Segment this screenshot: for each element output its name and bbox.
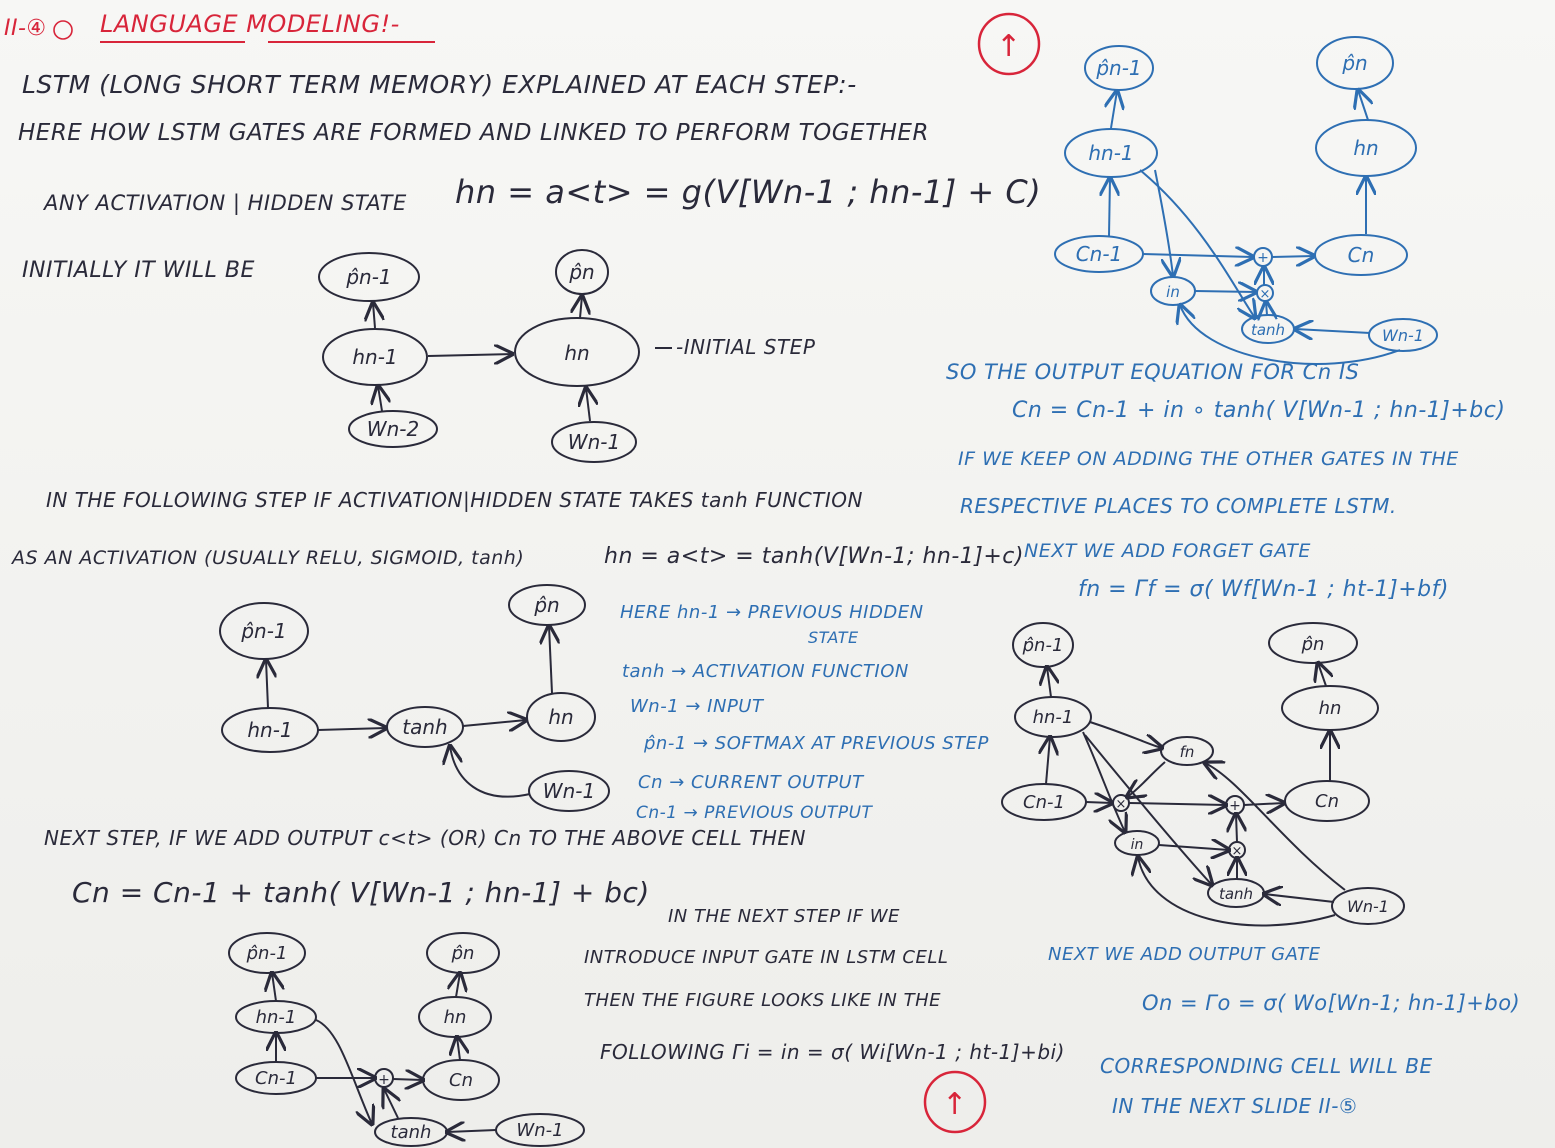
- legend-w: Wn-1 → INPUT: [630, 696, 764, 717]
- node-p-prev-5: p̂n-1: [1022, 635, 1064, 656]
- node-tanh-3: tanh: [391, 1122, 432, 1143]
- text-line-9c: THEN THE FIGURE LOOKS LIKE IN THE: [584, 990, 941, 1011]
- node-p-n: p̂n: [568, 260, 594, 284]
- node-c-n-3: Cn: [449, 1070, 473, 1091]
- legend-tanh: tanh → ACTIVATION FUNCTION: [622, 661, 909, 682]
- text-line-7: NEXT STEP, IF WE ADD OUTPUT c<t> (OR) Cn…: [44, 826, 806, 850]
- diagram-tanh: [219, 584, 610, 812]
- node-tanh-2: tanh: [402, 715, 447, 739]
- initial-step-label: -INITIAL STEP: [676, 335, 816, 359]
- node-tanh-5: tanh: [1219, 885, 1253, 903]
- text-line-9a: IN THE NEXT STEP IF WE: [668, 906, 900, 927]
- equation-hn-g: hn = a<t> = g(V[Wn-1 ; hn-1] + C): [455, 173, 1042, 211]
- text-line-3a: ANY ACTIVATION | HIDDEN STATE: [44, 191, 407, 215]
- node-h-prev-4: hn-1: [1088, 141, 1133, 165]
- node-c-n-5: Cn: [1315, 791, 1339, 812]
- node-c-prev-4: Cn-1: [1076, 242, 1123, 266]
- node-h-prev-2: hn-1: [247, 718, 292, 742]
- equation-hn-tanh: hn = a<t> = tanh(V[Wn-1; hn-1]+c): [604, 544, 1024, 569]
- node-p-n-4: p̂n: [1341, 51, 1367, 75]
- node-h-n-3: hn: [444, 1007, 467, 1028]
- equation-input-gate: FOLLOWING Γi = in = σ( Wi[Wn-1 ; ht-1]+b…: [600, 1040, 1065, 1064]
- node-plus-3: +: [378, 1072, 390, 1088]
- diagram-forget-gate: [1001, 622, 1405, 927]
- right-line-5: NEXT WE ADD FORGET GATE: [1024, 540, 1311, 562]
- right-line-4: RESPECTIVE PLACES TO COMPLETE LSTM.: [960, 494, 1397, 518]
- right-line-7: NEXT WE ADD OUTPUT GATE: [1048, 944, 1321, 965]
- node-w-n1-5: Wn-1: [1347, 897, 1389, 916]
- legend-h-prev: HERE hn-1 → PREVIOUS HIDDEN: [620, 602, 924, 623]
- node-w-n2: Wn-2: [367, 417, 419, 441]
- right-line-1: SO THE OUTPUT EQUATION FOR Cn IS: [946, 360, 1360, 384]
- diagram-input-gate: [1054, 36, 1438, 365]
- node-p-n-5: p̂n: [1301, 634, 1325, 655]
- text-line-1: LSTM (LONG SHORT TERM MEMORY) EXPLAINED …: [22, 70, 857, 99]
- legend-cn-prev: Cn-1 → PREVIOUS OUTPUT: [636, 803, 873, 823]
- top-number-circle: [977, 12, 1041, 76]
- node-h-n-5: hn: [1319, 698, 1342, 719]
- top-page-mark: ↑: [996, 29, 1021, 64]
- text-line-6a: AS AN ACTIVATION (USUALLY RELU, SIGMOID,…: [12, 547, 525, 569]
- node-f-n-5: fn: [1180, 743, 1195, 761]
- equation-cn: Cn = Cn-1 + tanh( V[Wn-1 ; hn-1] + bc): [72, 876, 650, 909]
- diagram-output-cell: [228, 932, 585, 1147]
- right-line-10: IN THE NEXT SLIDE II-⑤: [1112, 1094, 1358, 1118]
- node-p-prev: p̂n-1: [345, 265, 391, 289]
- node-c-prev-3: Cn-1: [255, 1068, 297, 1089]
- page-title: LANGUAGE MODELING!-: [100, 10, 400, 38]
- node-h-n: hn: [564, 341, 589, 365]
- node-h-prev-5: hn-1: [1033, 707, 1074, 728]
- node-h-n-2: hn: [548, 705, 573, 729]
- node-i-n-4: in: [1166, 283, 1180, 301]
- equation-output-gate: On = Γo = σ( Wo[Wn-1; hn-1]+bo): [1142, 991, 1521, 1015]
- equation-forget-gate: fn = Γf = σ( Wf[Wn-1 ; ht-1]+bf): [1078, 577, 1449, 602]
- text-line-5: IN THE FOLLOWING STEP IF ACTIVATION|HIDD…: [46, 488, 863, 512]
- node-times-4: ×: [1260, 287, 1271, 302]
- node-p-n-3: p̂n: [451, 943, 475, 964]
- bottom-page-mark: ↑: [942, 1087, 967, 1122]
- legend-h-prev-2: STATE: [808, 628, 859, 647]
- node-times-5a: ×: [1116, 797, 1127, 812]
- legend-cn: Cn → CURRENT OUTPUT: [638, 772, 864, 793]
- text-line-2: HERE HOW LSTM GATES ARE FORMED AND LINKE…: [18, 120, 929, 146]
- node-w-n1: Wn-1: [568, 430, 620, 454]
- node-w-n1-3: Wn-1: [516, 1120, 563, 1141]
- right-line-3: IF WE KEEP ON ADDING THE OTHER GATES IN …: [958, 448, 1459, 470]
- node-p-prev-2: p̂n-1: [240, 619, 286, 643]
- text-line-9b: INTRODUCE INPUT GATE IN LSTM CELL: [584, 947, 949, 968]
- diagram-initial: [318, 249, 672, 463]
- node-h-prev-3: hn-1: [256, 1007, 297, 1028]
- text-line-4: INITIALLY IT WILL BE: [22, 258, 255, 283]
- node-p-prev-3: p̂n-1: [246, 943, 288, 964]
- section-number: II-④: [4, 16, 47, 41]
- node-times-5b: ×: [1232, 844, 1243, 859]
- node-c-prev-5: Cn-1: [1023, 792, 1065, 813]
- node-w-n1-2: Wn-1: [543, 779, 595, 803]
- node-tanh-4: tanh: [1251, 321, 1285, 339]
- legend-p: p̂n-1 → SOFTMAX AT PREVIOUS STEP: [644, 733, 989, 754]
- node-p-n-2: p̂n: [533, 593, 559, 617]
- section-circle: [53, 20, 73, 40]
- node-h-n-4: hn: [1353, 136, 1378, 160]
- right-line-9: CORRESPONDING CELL WILL BE: [1100, 1054, 1433, 1078]
- node-plus-4: +: [1257, 250, 1269, 266]
- bottom-number-circle: [923, 1070, 987, 1134]
- equation-cn-input: Cn = Cn-1 + in ∘ tanh( V[Wn-1 ; hn-1]+bc…: [1012, 398, 1506, 423]
- node-c-n-4: Cn: [1348, 243, 1375, 267]
- node-plus-5: +: [1229, 798, 1241, 814]
- node-w-n1-4: Wn-1: [1382, 326, 1424, 345]
- node-i-n-5: in: [1131, 837, 1144, 853]
- node-h-prev: hn-1: [352, 345, 397, 369]
- node-p-prev-4: p̂n-1: [1095, 56, 1141, 80]
